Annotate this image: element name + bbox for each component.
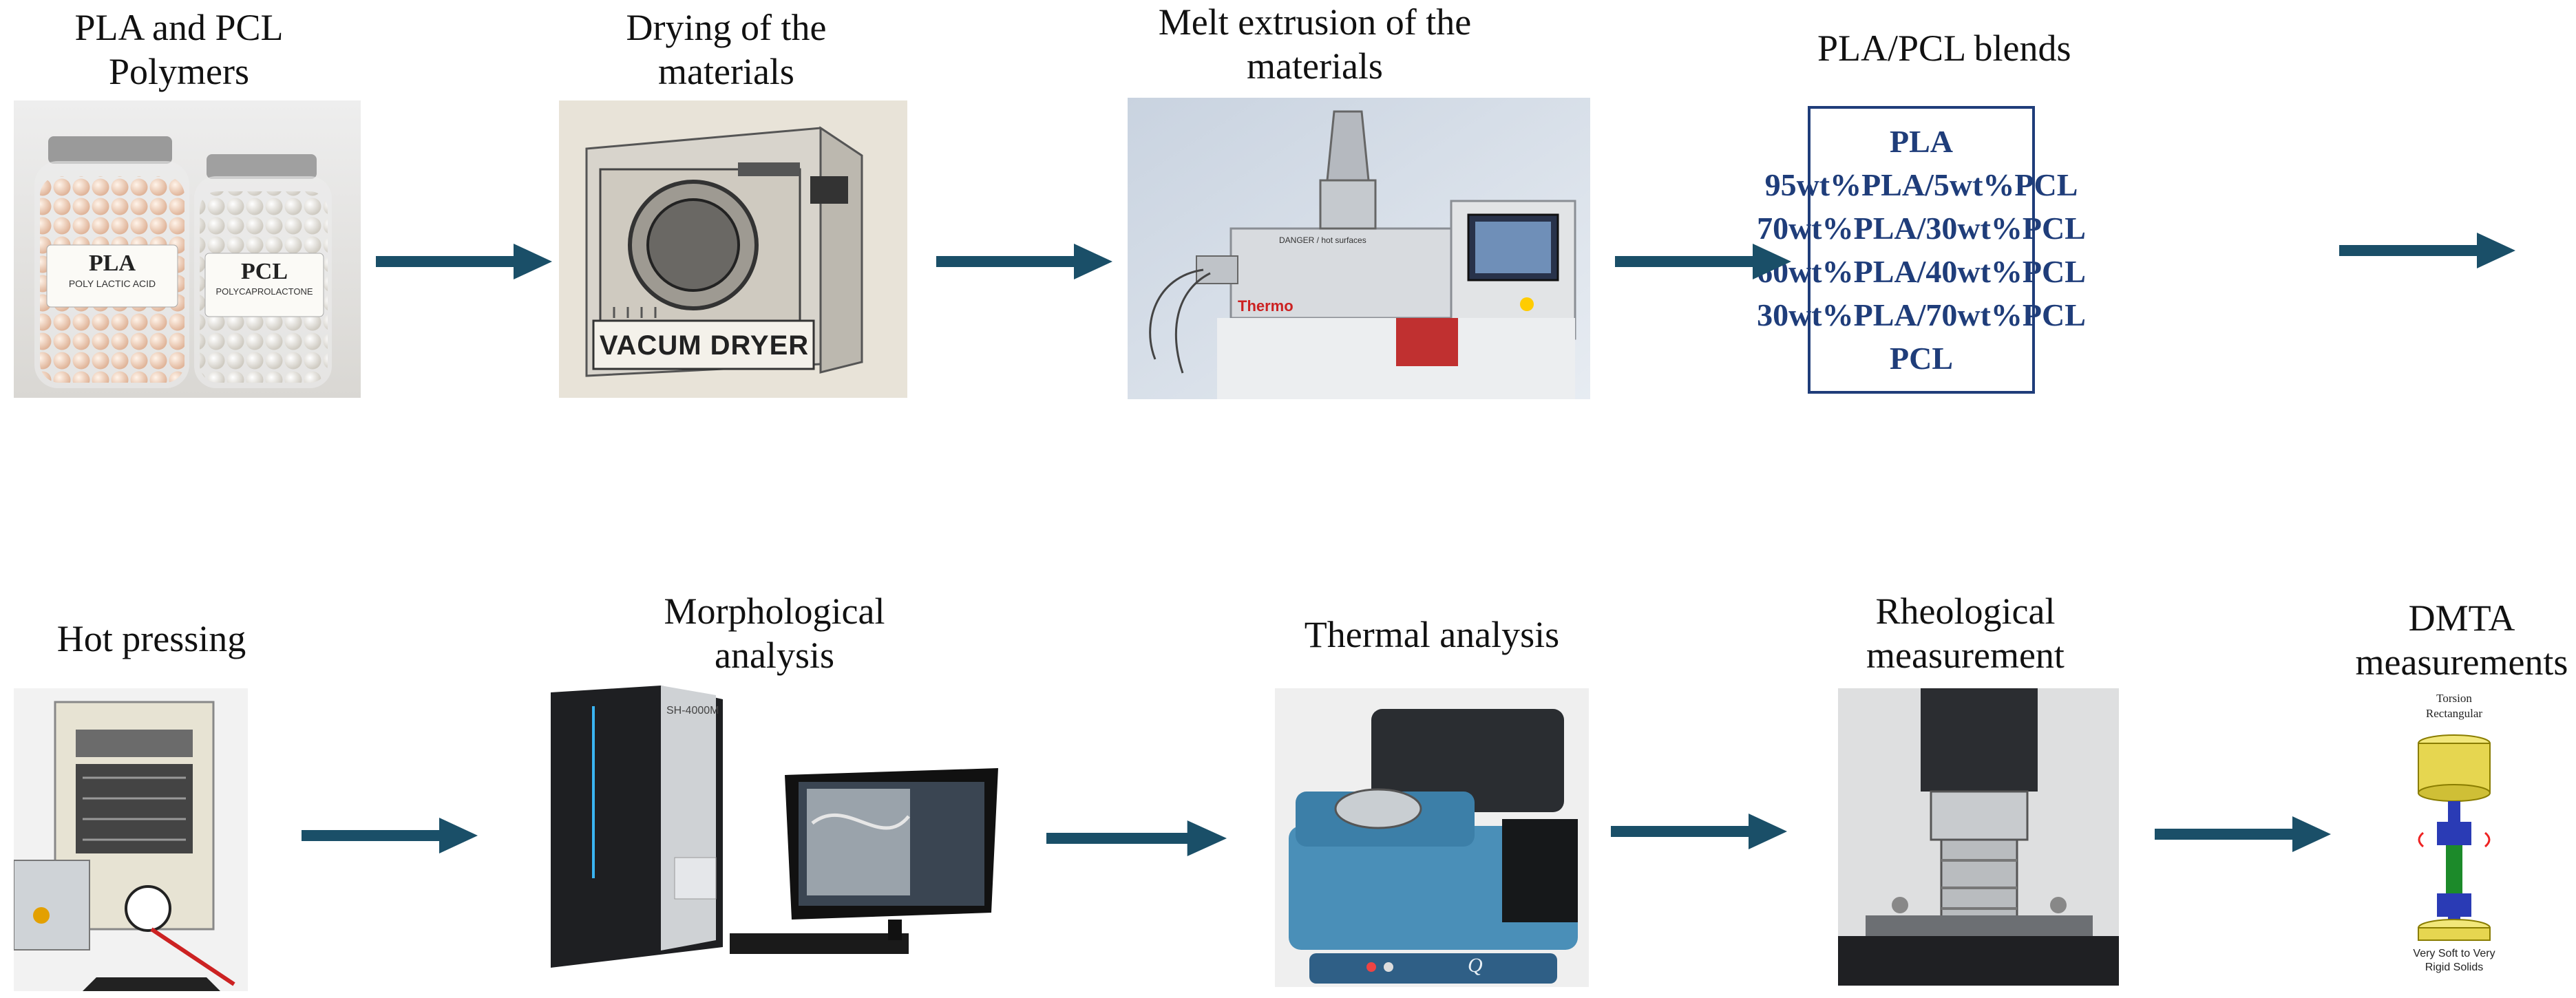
jar-pla-sublabel: POLY LACTIC ACID — [68, 278, 156, 289]
step-label-drying: Drying of the materials — [626, 7, 827, 92]
step-label-extrusion: Melt extrusion of the materials — [1158, 1, 1472, 87]
step-label-dmta: DMTA measurements — [2355, 597, 2568, 683]
blend-item: PLA — [1890, 124, 1953, 159]
extruder-warning: DANGER / hot surfaces — [1279, 235, 1366, 245]
jar-pcl-sublabel: POLYCAPROLACTONE — [215, 286, 313, 297]
rheometer-photo — [1838, 688, 2119, 986]
extruder-brand: Thermo — [1238, 297, 1294, 315]
blend-item: 95wt%PLA/5wt%PCL — [1764, 167, 2078, 202]
dsc-model-label: Q — [1468, 954, 1483, 977]
flow-arrow — [302, 814, 478, 858]
flow-arrow — [1046, 816, 1227, 860]
hot-press-photo — [14, 688, 248, 991]
dmta-schematic: Torsion Rectangular Very Soft to Very Ri… — [2382, 688, 2526, 991]
dryer-sign: VACUM DRYER — [599, 330, 810, 361]
sem-microscope-photo: SH-4000M — [537, 686, 1012, 981]
thermal-analyzer-photo: Q — [1275, 688, 1589, 987]
flow-arrow — [2339, 229, 2515, 273]
extruder-photo: Thermo DANGER / hot surfaces — [1128, 98, 1590, 399]
blend-item: PCL — [1890, 341, 1953, 376]
step-label-hot-pressing: Hot pressing — [56, 618, 246, 659]
flow-arrow — [1615, 240, 1791, 284]
step-label-morphology: Morphological analysis — [664, 591, 885, 676]
flow-arrow — [2155, 812, 2331, 856]
flow-arrow — [376, 240, 552, 284]
blend-item: 70wt%PLA/30wt%PCL — [1757, 211, 2086, 246]
vacuum-dryer-photo: VACUM DRYER — [559, 100, 907, 398]
dmta-bottom-caption: Very Soft to Very Rigid Solids — [2413, 948, 2495, 973]
polymer-jars-photo: PLA POLY LACTIC ACID PCL POLYCAPROLACTON… — [14, 100, 361, 398]
flow-arrow — [936, 240, 1112, 284]
step-label-polymers: PLA and PCL Polymers — [74, 7, 284, 92]
step-label-rheology: Rheological measurement — [1866, 591, 2065, 676]
dmta-top-caption: Torsion Rectangular — [2425, 692, 2483, 720]
blend-list-box: PLA 95wt%PLA/5wt%PCL 70wt%PLA/30wt%PCL 6… — [1757, 106, 2086, 394]
flow-arrow — [1611, 809, 1787, 853]
jar-pcl-label: PCL — [241, 259, 288, 284]
sem-model-label: SH-4000M — [666, 705, 719, 716]
blend-item: 60wt%PLA/40wt%PCL — [1757, 254, 2086, 289]
step-label-thermal: Thermal analysis — [1304, 614, 1560, 655]
step-label-blends: PLA/PCL blends — [1817, 28, 2071, 69]
blend-item: 30wt%PLA/70wt%PCL — [1757, 297, 2086, 332]
jar-pla-label: PLA — [89, 251, 136, 276]
